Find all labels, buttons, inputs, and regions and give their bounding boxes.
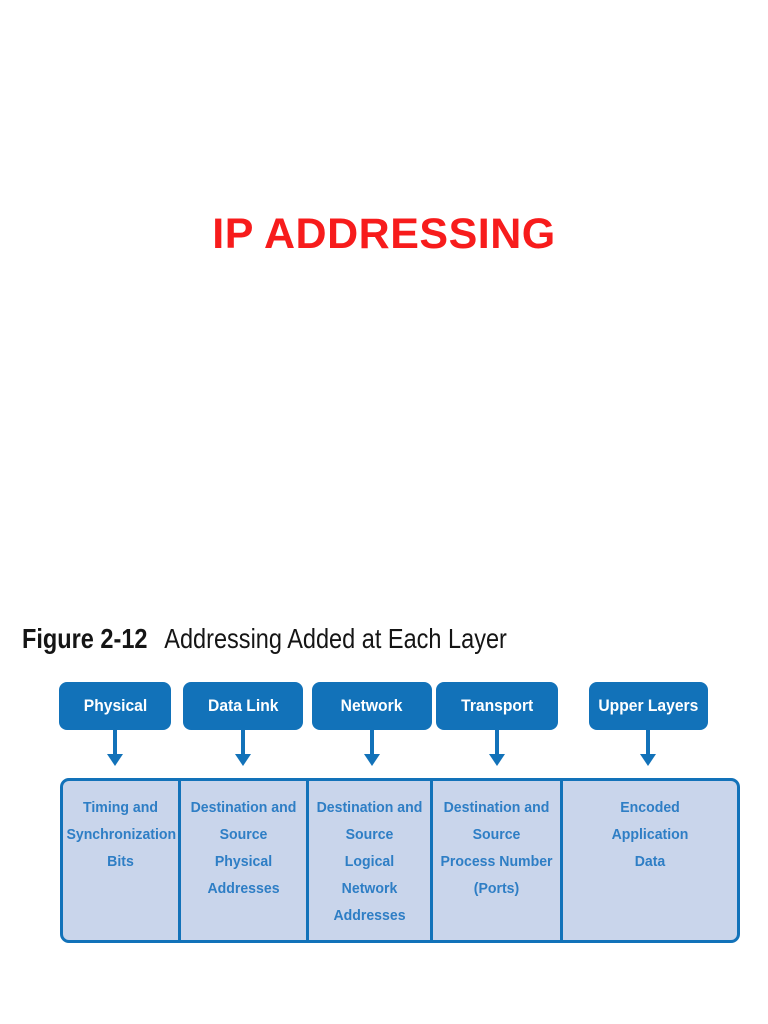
layer-box-data-link: Data Link <box>183 682 303 730</box>
layer-box-label: Data Link <box>207 696 279 715</box>
pdu-cell-text-line: Process Number <box>440 853 553 870</box>
pdu-cell-text-line: Source <box>345 826 394 843</box>
pdu-cell-text-line: Destination and <box>443 799 550 816</box>
figure-caption-text: Addressing Added at Each Layer <box>164 623 507 654</box>
layer-box-label: Transport <box>460 696 534 715</box>
pdu-cell-text-line: Timing and <box>83 799 158 816</box>
pdu-cell-text-line: Source <box>219 826 268 843</box>
pdu-cell-text-line: Network <box>341 880 398 897</box>
pdu-cell-text-line: (Ports) <box>473 880 520 897</box>
down-arrow-icon <box>646 729 650 754</box>
pdu-cell-text-line: Bits <box>107 853 134 870</box>
pdu-cell-text-line: Physical <box>214 853 273 870</box>
layer-box-transport: Transport <box>436 682 558 730</box>
down-arrow-icon <box>113 729 117 754</box>
figure-caption-label: Figure 2-12 <box>22 623 148 654</box>
figure-caption: Figure 2-12 Addressing Added at Each Laye… <box>22 623 507 655</box>
pdu-cell-text-line: Destination and <box>190 799 297 816</box>
pdu-cell-text-line: Addresses <box>207 880 280 897</box>
pdu-cell-text-line: Destination and <box>316 799 423 816</box>
page-title: IP ADDRESSING <box>212 210 556 258</box>
pdu-cell-text-line: Data <box>634 853 666 870</box>
pdu-cell-text-line: Encoded <box>620 799 680 816</box>
layer-box-physical: Physical <box>59 682 171 730</box>
layer-box-label: Upper Layers <box>598 696 699 715</box>
down-arrow-icon <box>241 729 245 754</box>
layer-box-label: Network <box>341 696 403 715</box>
pdu-cell-text-line: Synchronization <box>66 826 177 843</box>
pdu-cell-text-line: Application <box>611 826 689 843</box>
down-arrow-icon <box>495 729 499 754</box>
pdu-cell-text-line: Logical <box>344 853 395 870</box>
down-arrow-icon <box>370 729 374 754</box>
pdu-cell-text-line: Source <box>472 826 521 843</box>
layer-box-upper-layers: Upper Layers <box>589 682 708 730</box>
layer-box-network: Network <box>312 682 432 730</box>
layer-box-label: Physical <box>83 696 147 715</box>
pdu-cell-text-line: Addresses <box>333 907 406 924</box>
